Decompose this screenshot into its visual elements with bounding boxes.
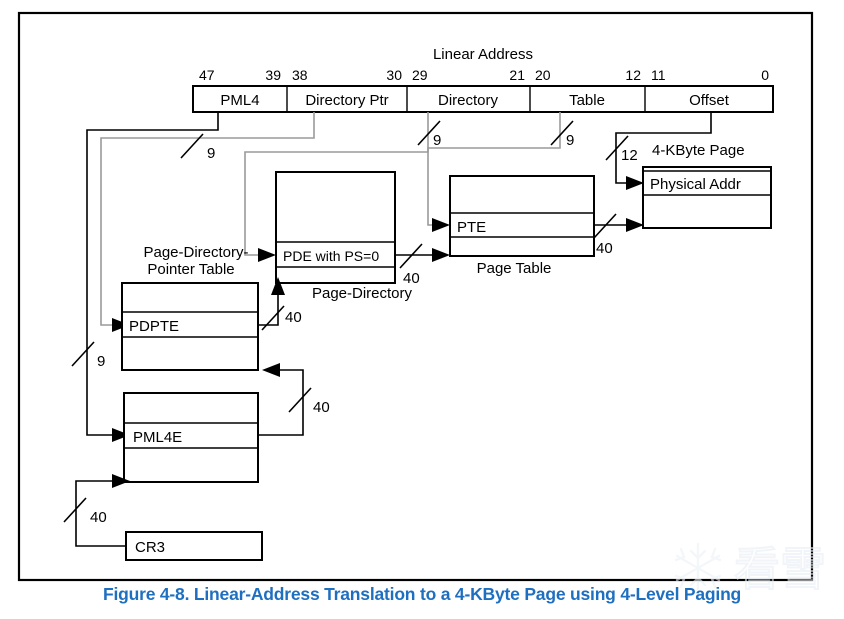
arrowhead-pml4e-to-pdpt [262,363,280,377]
label-pde-to-pagetable-bits: 40 [403,270,420,287]
label-pml4-index-bits: 9 [97,353,105,370]
pdpt-caption-line1: Page-Directory- [143,244,248,261]
path-dirptr-to-pdpte [100,112,315,326]
arrowhead-table-to-pte [432,218,450,232]
page-directory-caption: Page-Directory [312,285,413,302]
la-field-pml4: PML4 [220,92,259,109]
page-directory-box [275,171,396,284]
slash-pml4-index [71,341,95,367]
arrowhead-pde-to-pagetable [432,248,450,262]
four-kbyte-page-caption: 4-KByte Page [652,142,745,159]
label-dirptr-index-bits: 9 [207,145,215,162]
slash-dirptr-index [180,133,204,159]
bit-label-0: 0 [761,67,769,83]
page-table-caption: Page Table [477,260,552,277]
slash-offset-index [605,135,629,161]
la-field-directory-ptr: Directory Ptr [305,92,388,109]
label-pdpte-to-pd-bits: 40 [285,309,302,326]
arrowhead-directory-to-pde [258,248,276,262]
label-table-index-bits: 9 [566,132,574,149]
label-pml4e-to-pdpt-bits: 40 [313,399,330,416]
slash-cr3-to-pml4 [63,497,87,523]
slash-pml4e-to-pdpt [288,387,312,413]
path-cr3-to-pml4table [75,480,126,547]
path-pml4-to-pml4e [86,112,219,436]
bit-label-20: 20 [535,67,551,83]
bit-label-38: 38 [292,67,308,83]
cr3-box [125,531,263,561]
bit-label-47: 47 [199,67,215,83]
figure-border [17,11,814,582]
pdpt-box [121,282,259,371]
bit-label-30: 30 [386,67,402,83]
page-table-box [449,175,595,257]
pdpt-caption-line2: Pointer Table [147,261,234,278]
four-kbyte-page-box [642,166,772,229]
la-field-table: Table [569,92,605,109]
slash-directory-index [417,120,441,146]
pte-label: PTE [457,219,486,236]
arrowhead-pml4-to-pml4e [112,428,130,442]
physical-addr-label: Physical Addr [650,176,741,193]
bit-label-39: 39 [265,67,281,83]
bit-label-21: 21 [509,67,525,83]
pde-label: PDE with PS=0 [283,248,379,264]
path-offset-to-physaddr [615,112,712,184]
la-field-directory: Directory [438,92,499,109]
figure-caption: Figure 4-8. Linear-Address Translation t… [102,584,742,604]
linear-address-box [192,85,774,113]
label-offset-index-bits: 12 [621,147,638,164]
arrowhead-offset-to-physaddr [626,176,644,190]
label-directory-index-bits: 9 [433,132,441,149]
bit-label-11: 11 [651,67,666,83]
linear-address-title: Linear Address [433,46,533,63]
path-pdpte-to-pagedirectory [258,295,279,326]
arrowhead-pdpte-to-pagedirectory [271,277,285,295]
arrowhead-pte-to-page [626,218,644,232]
path-directory-to-pde [244,112,429,256]
slash-pde-to-pagetable [399,243,423,269]
path-pml4e-to-pdpt [258,369,304,436]
pml4e-label: PML4E [133,429,182,446]
la-field-offset: Offset [689,92,730,109]
label-pte-to-page-bits: 40 [596,240,613,257]
pdpte-label: PDPTE [129,318,179,335]
slash-pte-to-page [593,213,617,239]
cr3-label: CR3 [135,539,165,556]
bit-label-12: 12 [625,67,641,83]
arrowhead-cr3-to-pml4table [112,474,130,488]
slash-pdpte-to-pd [261,305,285,331]
label-cr3-to-pml4-bits: 40 [90,509,107,526]
bit-label-29: 29 [412,67,428,83]
pml4-table-box [123,392,259,483]
slash-table-index [550,120,574,146]
